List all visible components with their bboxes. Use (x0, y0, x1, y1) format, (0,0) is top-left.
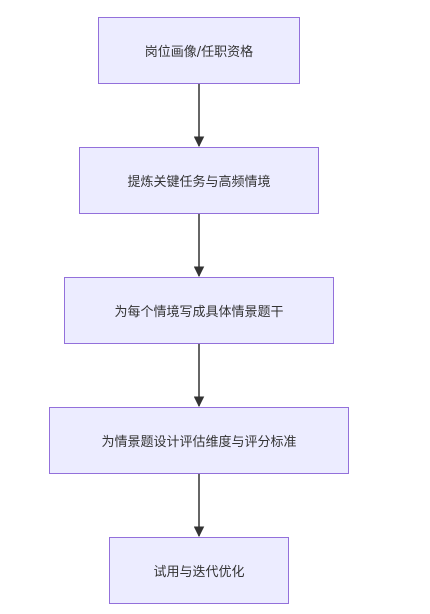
flow-node-job-profile: 岗位画像/任职资格 (98, 17, 300, 84)
flow-node-label: 试用与迭代优化 (153, 565, 245, 580)
flow-node-label: 为每个情境写成具体情景题干 (114, 305, 284, 320)
flow-node-scenario-questions: 为每个情境写成具体情景题干 (64, 277, 334, 344)
flow-node-key-tasks: 提炼关键任务与高频情境 (79, 147, 319, 214)
flow-node-trial-iteration: 试用与迭代优化 (109, 537, 289, 604)
flow-node-label: 岗位画像/任职资格 (144, 45, 254, 60)
flow-node-scoring-criteria: 为情景题设计评估维度与评分标准 (49, 407, 349, 474)
flow-node-label: 为情景题设计评估维度与评分标准 (101, 435, 297, 450)
flow-node-label: 提炼关键任务与高频情境 (127, 175, 271, 190)
